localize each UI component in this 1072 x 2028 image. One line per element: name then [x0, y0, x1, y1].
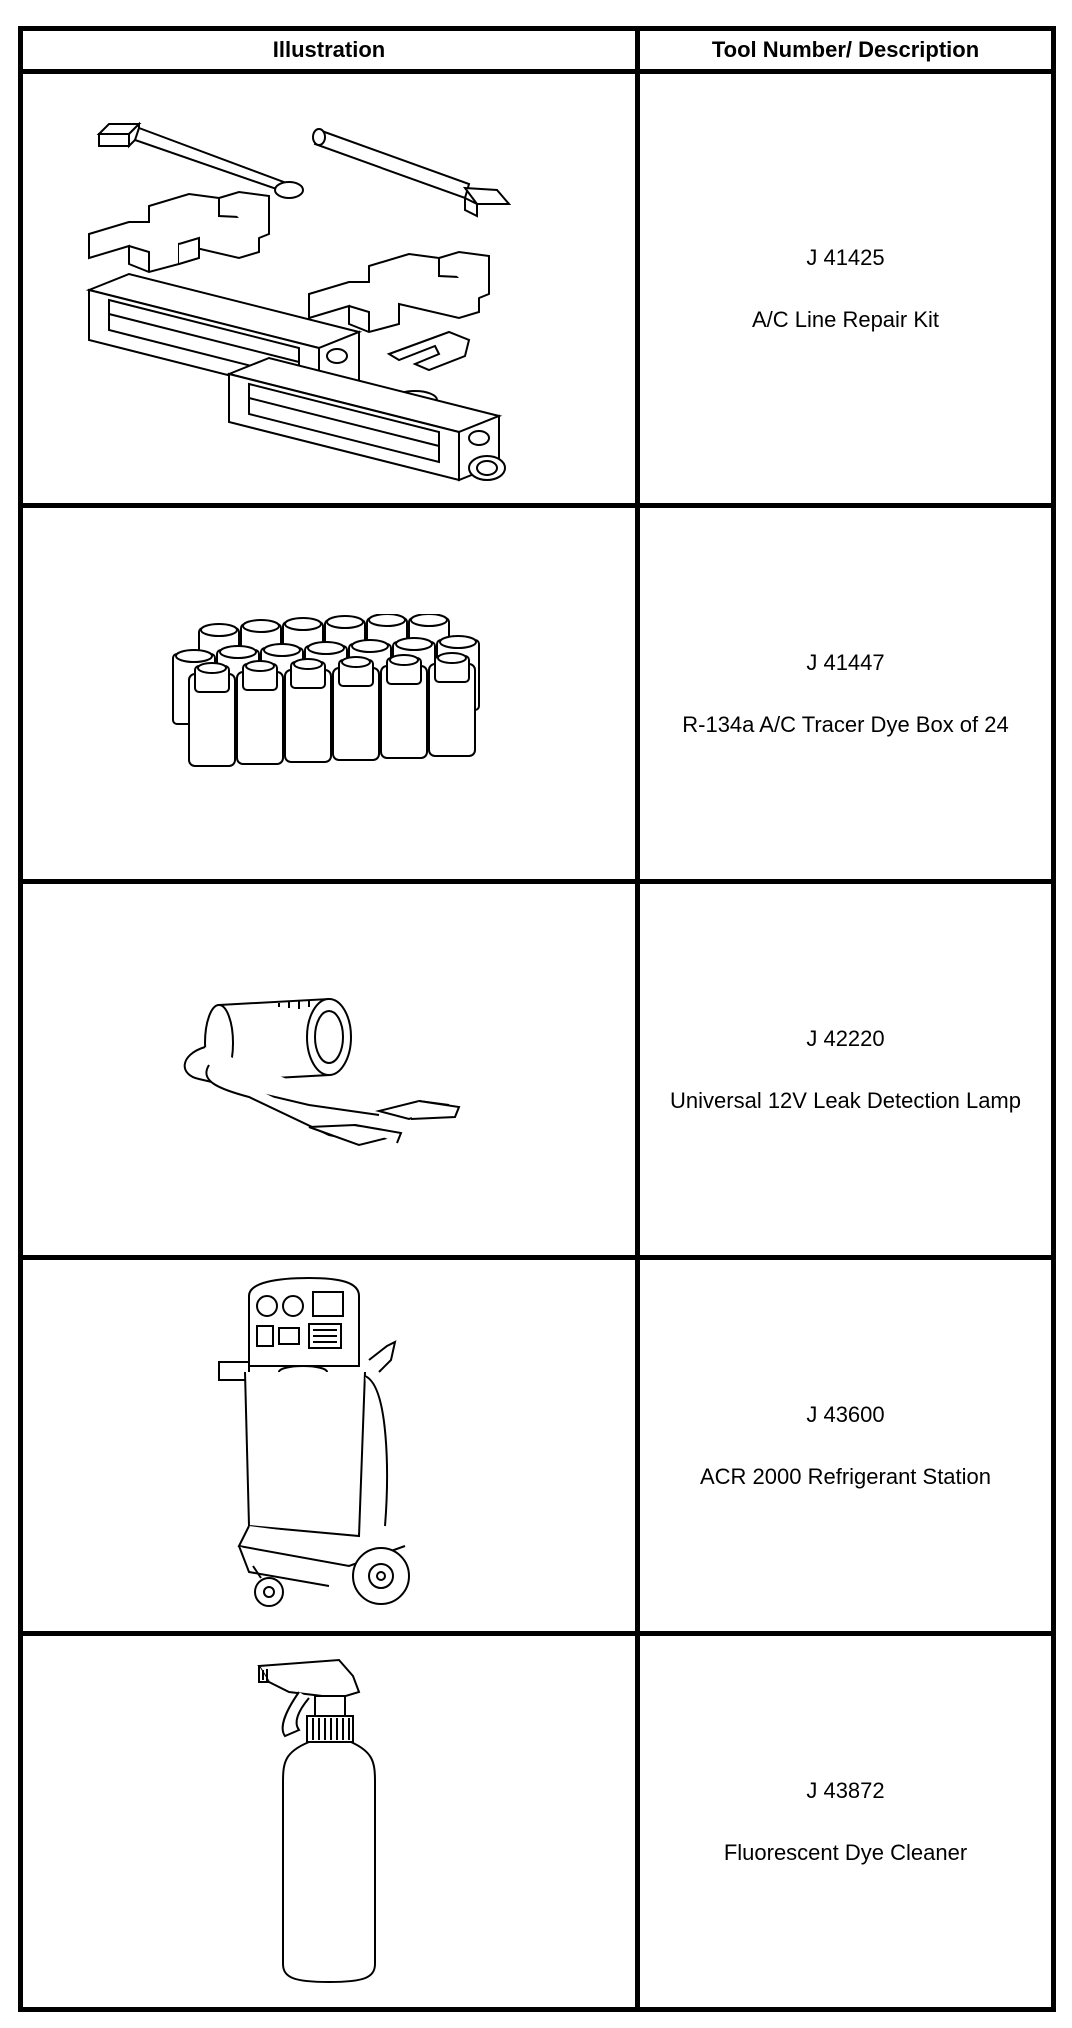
refrigerant-station-illustration — [209, 1276, 449, 1616]
illustration-cell — [18, 1255, 640, 1636]
tool-description: ACR 2000 Refrigerant Station — [699, 1463, 992, 1489]
illustration-cell — [18, 879, 640, 1260]
table-row: J 41425 A/C Line Repair Kit — [18, 69, 1056, 508]
tool-number: J 42220 — [806, 1025, 885, 1051]
header-tool-description: Tool Number/ Description — [635, 26, 1056, 74]
tracer-dye-bottles-illustration — [159, 614, 499, 774]
description-cell: J 43872 Fluorescent Dye Cleaner — [635, 1631, 1056, 2012]
header-row: Illustration Tool Number/ Description — [18, 26, 1056, 74]
tool-table: Illustration Tool Number/ Description — [18, 26, 1056, 2012]
tool-description: Fluorescent Dye Cleaner — [723, 1839, 968, 1865]
description-cell: J 42220 Universal 12V Leak Detection Lam… — [635, 879, 1056, 1260]
tool-number: J 43600 — [806, 1401, 885, 1427]
tool-description: A/C Line Repair Kit — [751, 306, 940, 332]
table-row: J 43872 Fluorescent Dye Cleaner — [18, 1631, 1056, 2012]
description-cell: J 41447 R-134a A/C Tracer Dye Box of 24 — [635, 503, 1056, 884]
leak-detection-lamp-illustration — [159, 985, 499, 1155]
description-cell: J 43600 ACR 2000 Refrigerant Station — [635, 1255, 1056, 1636]
table-row: J 43600 ACR 2000 Refrigerant Station — [18, 1255, 1056, 1636]
ac-line-repair-kit-illustration — [69, 94, 589, 484]
table-row: J 41447 R-134a A/C Tracer Dye Box of 24 — [18, 503, 1056, 884]
spray-bottle-illustration — [229, 1652, 429, 1992]
tool-number: J 43872 — [806, 1777, 885, 1803]
table-row: J 42220 Universal 12V Leak Detection Lam… — [18, 879, 1056, 1260]
tool-number: J 41425 — [806, 244, 885, 270]
description-cell: J 41425 A/C Line Repair Kit — [635, 69, 1056, 508]
tool-number: J 41447 — [806, 649, 885, 675]
illustration-cell — [18, 69, 640, 508]
illustration-cell — [18, 503, 640, 884]
tool-description: Universal 12V Leak Detection Lamp — [670, 1087, 1021, 1113]
tool-description: R-134a A/C Tracer Dye Box of 24 — [682, 711, 1009, 737]
illustration-cell — [18, 1631, 640, 2012]
header-illustration: Illustration — [18, 26, 640, 74]
